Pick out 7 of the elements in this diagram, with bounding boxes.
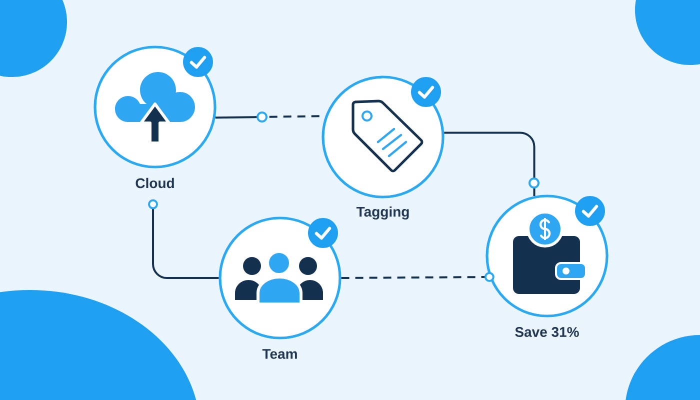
connector <box>341 272 494 282</box>
connector <box>148 199 219 279</box>
node-label: Cloud <box>136 178 174 188</box>
node-label: Team <box>262 349 297 359</box>
node-label: Save 31% <box>515 327 579 337</box>
node-label: Tagging <box>356 206 409 220</box>
connector <box>444 132 536 196</box>
